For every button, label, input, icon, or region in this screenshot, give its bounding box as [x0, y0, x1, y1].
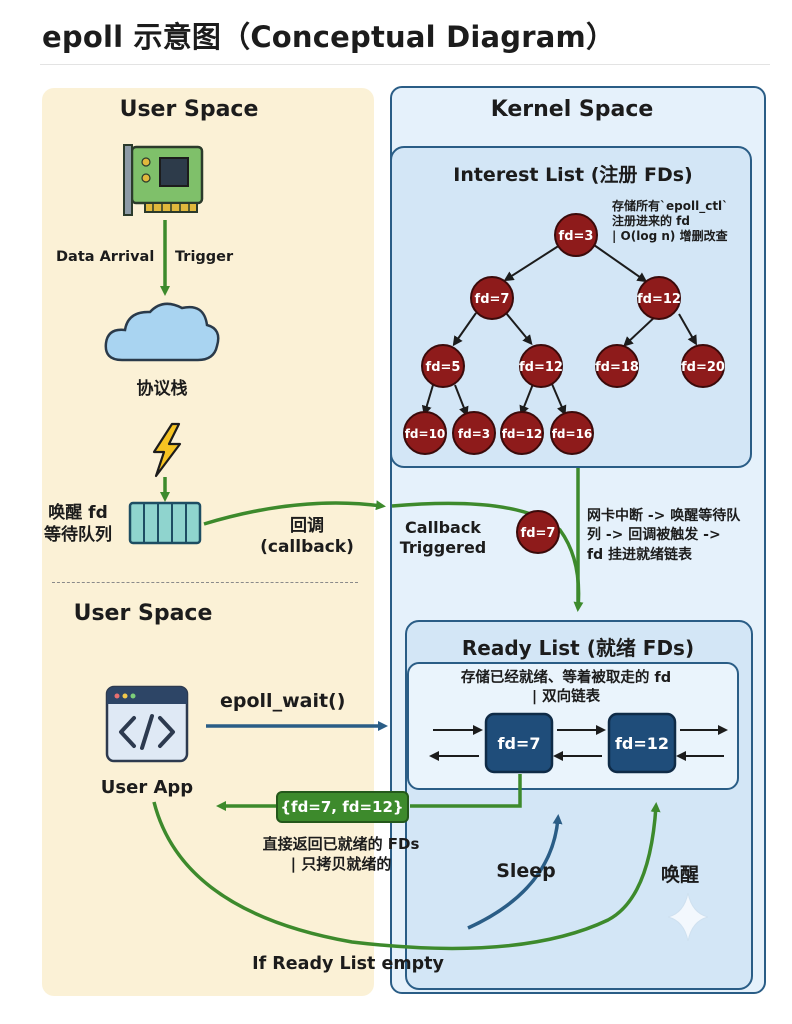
tree-node-fd5 [421, 344, 465, 388]
tree-node-label: fd=18 [595, 360, 639, 375]
tree-node-label: fd=16 [552, 427, 593, 441]
ready-list-inner-box [407, 662, 739, 790]
network-card-icon [123, 144, 204, 216]
tree-node-fd7 [470, 276, 514, 320]
interest-list-title: Interest List (注册 FDs) [453, 164, 693, 186]
tree-node-label: fd=3 [559, 229, 594, 244]
wake-label: 唤醒 [660, 864, 700, 886]
tree-node-fd3b [452, 411, 496, 455]
svg-text:fd=7: fd=7 [521, 526, 556, 541]
interrupt-note: 网卡中断 -> 唤醒等待队 列 -> 回调被触发 -> fd 挂进就绪链表 [587, 508, 741, 563]
tree-node-label: fd=12 [502, 427, 543, 441]
interest-list-note: 存储所有`epoll_ctl` 注册进来的 fd | O(log n) 增删改查 [612, 199, 729, 243]
tree-node-label: fd=5 [426, 360, 461, 375]
ready-node-label: fd=12 [615, 734, 669, 753]
user-space-bottom-label: User Space [73, 601, 213, 626]
moving-fd-node: fd=7 [516, 510, 560, 554]
return-path-line [410, 774, 522, 808]
if-empty-label: If Ready List empty [252, 954, 444, 974]
tree-node-label: fd=7 [475, 292, 510, 307]
tree-node-label: fd=3 [458, 427, 490, 441]
tree-node-fd12c [500, 411, 544, 455]
return-note: 直接返回已就绪的 FDs | 只拷贝就绪的 [262, 835, 420, 873]
tree-node-fd3 [554, 213, 598, 257]
wake-loop-arrow [152, 801, 661, 951]
return-badge [276, 791, 409, 823]
ready-node-fd7 [484, 712, 554, 774]
protocol-stack-label: 协议栈 [136, 379, 188, 399]
rb-tree-edges [421, 244, 697, 417]
tree-node-label: fd=20 [681, 360, 725, 375]
sparkle-icon [667, 892, 709, 942]
tree-node-label: fd=12 [519, 360, 563, 375]
user-app-label: User App [100, 777, 194, 798]
interest-list-tree: fd=3 fd=7 fd=12 fd=5 fd=12 fd=18 fd=20 f… [403, 213, 725, 455]
ready-node-label: fd=7 [498, 734, 541, 753]
lightning-bolt-icon [152, 422, 182, 478]
user-space-panel [42, 88, 374, 996]
user-space-top-label: User Space [119, 97, 259, 122]
tree-node-fd12b [519, 344, 563, 388]
return-badge-label: {fd=7, fd=12} [280, 798, 403, 816]
tree-node-fd12 [637, 276, 681, 320]
ready-list-title: Ready List (就绪 FDs) [461, 636, 695, 660]
callback-arrow [203, 500, 386, 526]
trigger-label: Trigger [175, 249, 234, 265]
code-window-icon [105, 685, 189, 763]
user-space-divider [52, 582, 358, 583]
callback-label: 回调 (callback) [260, 516, 354, 558]
tree-node-label: fd=12 [637, 292, 681, 307]
tree-node-fd18 [595, 344, 639, 388]
sleep-label: Sleep [496, 860, 556, 882]
tree-node-fd10 [403, 411, 447, 455]
tree-node-fd16 [550, 411, 594, 455]
sleep-arrow [467, 814, 563, 930]
cloud-icon [104, 302, 220, 362]
title-divider [40, 64, 770, 65]
wait-queue-icon [128, 501, 202, 545]
kernel-space-label: Kernel Space [490, 97, 654, 122]
callback-triggered-label: Callback Triggered [399, 518, 487, 557]
page-title: epoll 示意图（Conceptual Diagram） [42, 20, 616, 54]
data-arrival-label: Data Arrival [56, 249, 155, 265]
ready-list-linked-list: fd=7 fd=12 [429, 712, 728, 774]
epoll-wait-label: epoll_wait() [220, 690, 346, 712]
ready-node-fd12 [607, 712, 677, 774]
tree-node-label: fd=10 [405, 427, 446, 441]
wait-queue-label: 唤醒 fd 等待队列 [44, 503, 112, 546]
ready-list-note: 存储已经就绪、等着被取走的 fd | 双向链表 [460, 670, 672, 705]
tree-node-fd20 [681, 344, 725, 388]
